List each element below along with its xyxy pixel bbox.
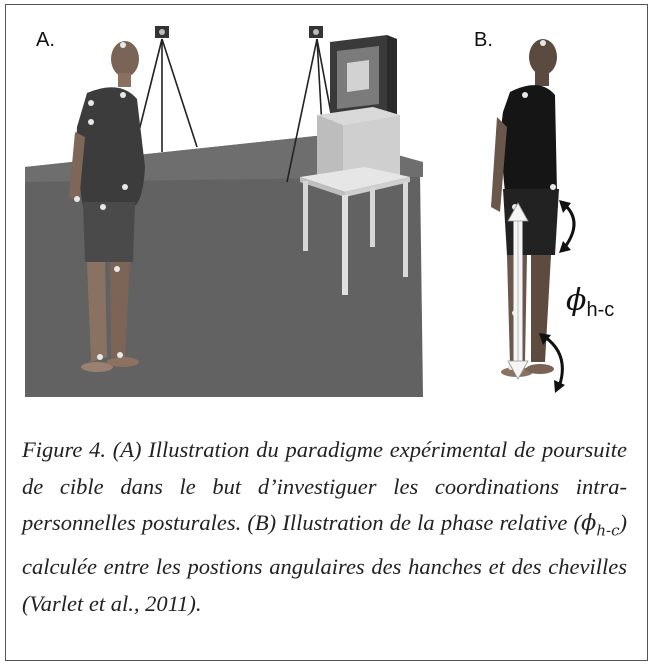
panel-a-illustration	[25, 17, 423, 397]
monitor	[330, 35, 397, 119]
ankle-rotation-arrow	[544, 335, 564, 388]
person-a	[69, 41, 145, 372]
panel-a-label: A.	[36, 29, 55, 51]
table	[300, 167, 410, 295]
panel-b-illustration	[455, 17, 640, 397]
phi-subscript: h-c	[586, 299, 615, 321]
figure-caption: Figure 4. (A) Illustration du paradigme …	[22, 432, 627, 622]
caption-phi: ϕh-c	[581, 510, 620, 540]
hip-rotation-arrow	[563, 203, 576, 248]
phi-annotation: ϕh-c	[566, 283, 614, 322]
panel-b-label: B.	[474, 29, 493, 51]
caption-part1: Figure 4. (A) Illustration du paradigme …	[22, 437, 627, 536]
caption-phi-sub: h-c	[596, 521, 620, 540]
hip-ankle-arrow	[507, 202, 529, 380]
phi-symbol: ϕ	[566, 283, 587, 318]
caption-part2: ) calculée entre les postions angulaires…	[22, 510, 627, 616]
